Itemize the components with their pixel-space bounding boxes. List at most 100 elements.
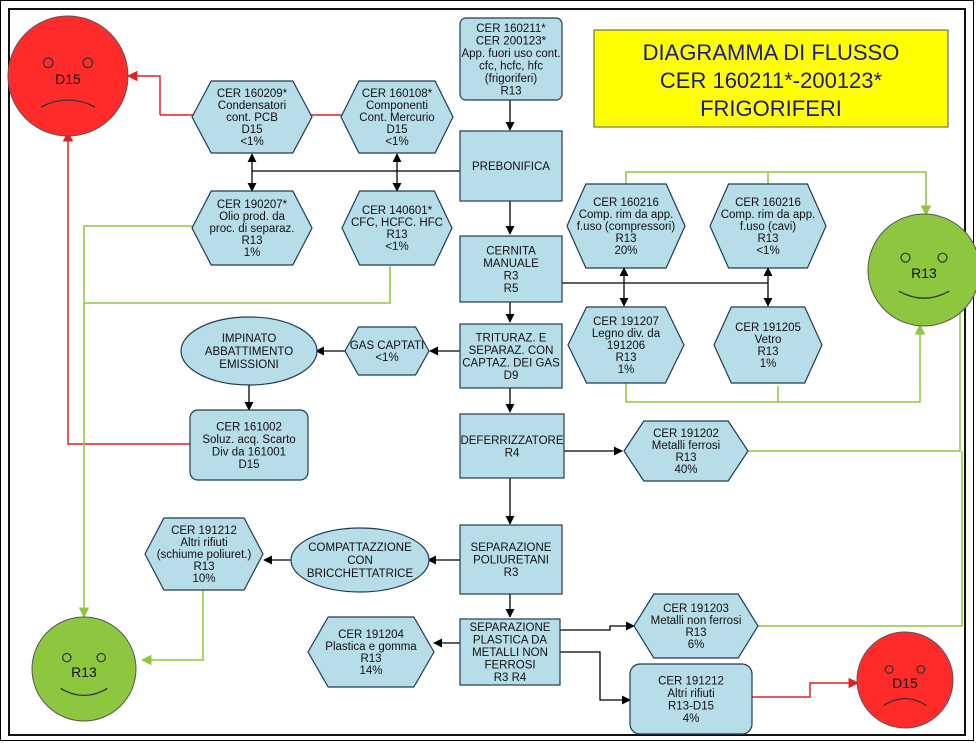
box-plastica-line-2: PLASTICA DA <box>473 635 547 647</box>
box-plastica-line-1: SEPARAZIONE <box>470 622 551 634</box>
hexagon-compressori-line-4: R13 <box>615 233 636 245</box>
hexagon-pcb-line-4: D15 <box>241 124 262 136</box>
box-prebonifica: PREBONIFICA <box>459 130 563 202</box>
hexagon-schiume-line-1: CER 191212 <box>171 525 237 537</box>
title-line-3: FRIGORIFERI <box>700 96 842 121</box>
box-trituraz-line-2: SEPARAZ. CON <box>469 345 554 357</box>
green-line-non-ferrosi <box>758 451 963 627</box>
hexagon-cavi-line-5: <1% <box>756 245 779 257</box>
hexagon-legno-line-1: CER 191207 <box>593 316 659 328</box>
hexagon-non-ferrosi-line-1: CER 191203 <box>663 603 729 615</box>
hexagon-vetro-line-4: 1% <box>760 358 777 370</box>
red-line-hex-to-d15 <box>126 70 161 115</box>
arrow-plastica-to-non-ferrosi <box>560 621 635 631</box>
box-poliuretani-line-1: SEPARAZIONE <box>471 542 552 554</box>
box-altri-rifiuti-bottom-line-1: CER 191212 <box>658 675 724 687</box>
box-altri-rifiuti-bottom-line-4: 4% <box>683 713 700 725</box>
box-altri-rifiuti-bottom-line-2: Altri rifiuti <box>667 688 714 700</box>
diagram-border <box>8 8 966 736</box>
hexagon-cfc-line-2: CFC, HCFC. HFC <box>351 217 443 229</box>
hexagon-mercurio-line-2: Componenti <box>366 100 428 112</box>
hexagon-plastica-gomma-line-1: CER 191204 <box>338 629 404 641</box>
box-soluz-line-4: D15 <box>238 459 259 471</box>
hexagon-non-ferrosi-line-3: R13 <box>685 627 706 639</box>
hexagon-ferrosi-line-2: Metalli ferrosi <box>652 440 720 452</box>
smiley-label: D15 <box>55 71 81 87</box>
title-line-1: DIAGRAMMA DI FLUSSO <box>643 40 900 65</box>
ellipse-impianto-line-2: ABBATTIMENTO <box>205 346 293 358</box>
hexagon-plastica-gomma-line-3: R13 <box>360 653 381 665</box>
box-cernita-line-2: MANUALE <box>483 258 539 270</box>
ellipse-impianto-line-1: IMPINATO <box>222 333 277 345</box>
hexagon-cavi-line-4: R13 <box>757 233 778 245</box>
ellipse-compattazione-line-1: COMPATTAZZIONE <box>308 542 412 554</box>
box-poliuretani-line-3: R3 <box>504 567 519 579</box>
hexagon-vetro-line-3: R13 <box>757 346 778 358</box>
hexagon-mercurio-line-5: <1% <box>385 136 408 148</box>
ellipse-impianto-line-3: EMISSIONI <box>219 359 278 371</box>
box-soluz-line-3: Div da 161001 <box>212 446 286 458</box>
box-plastica-line-5: R3 R4 <box>494 672 527 684</box>
box-input-line-2: CER 200123* <box>476 35 547 47</box>
hexagon-vetro-line-1: CER 191205 <box>735 322 801 334</box>
box-cernita-line-3: R3 <box>504 270 519 282</box>
hexagon-non-ferrosi-line-2: Metalli non ferrosi <box>651 615 742 627</box>
box-prebonifica-line-1: PREBONIFICA <box>472 161 550 173</box>
hexagon-olio-line-3: proc. di separaz. <box>209 223 294 235</box>
box-poliuretani-line-2: POLIURETANI <box>473 555 549 567</box>
hexagon-legno-line-5: 1% <box>618 364 635 376</box>
hexagon-olio-line-5: 1% <box>244 247 261 259</box>
box-cernita-line-1: CERNITA <box>486 245 536 257</box>
smiley-label: D15 <box>892 675 918 691</box>
hexagon-legno-line-4: R13 <box>615 352 636 364</box>
hexagon-non-ferrosi-line-4: 6% <box>688 639 705 651</box>
hexagon-ferrosi-line-3: R13 <box>675 452 696 464</box>
happy-face-happy-bottom-left-icon: R13 <box>31 616 137 722</box>
hexagon-olio-line-4: R13 <box>241 235 262 247</box>
hexagon-schiume-line-3: (schiume poliuret.) <box>157 549 252 561</box>
ellipse-compattazione-line-3: BRICCHETTATRICE <box>307 568 414 580</box>
hexagon-schiume-line-5: 10% <box>192 573 215 585</box>
hexagon-gas-captati: GAS CAPTATI<1% <box>344 326 430 376</box>
hexagon-pcb-line-5: <1% <box>240 136 263 148</box>
box-trituraz-line-1: TRITURAZ. E <box>476 332 547 344</box>
box-input-line-5: (frigoriferi) <box>485 73 538 85</box>
box-input: CER 160211*CER 200123*App. fuori uso con… <box>459 17 563 101</box>
hexagon-cfc-line-3: R13 <box>386 229 407 241</box>
box-input-line-6: R13 <box>500 85 521 97</box>
hexagon-pcb-line-2: Condensatori <box>218 100 286 112</box>
box-input-line-3: App. fuori uso cont. <box>461 48 560 60</box>
box-plastica-line-4: FERROSI <box>484 660 535 672</box>
hexagon-compressori-line-2: Comp. rim da app. <box>579 209 674 221</box>
hexagon-cfc-line-4: <1% <box>385 241 408 253</box>
hexagon-ferrosi-line-1: CER 191202 <box>653 428 719 440</box>
hexagon-mercurio-line-4: D15 <box>386 124 407 136</box>
hexagon-olio-line-2: Olio prod. da <box>219 211 285 223</box>
hexagon-schiume-line-2: Altri rifiuti <box>180 537 227 549</box>
hexagon-cavi-line-3: f.uso (cavi) <box>740 221 796 233</box>
hexagon-plastica-gomma-line-2: Plastica e gomma <box>325 641 417 653</box>
green-line-schiume-down <box>140 590 204 666</box>
red-line-altri-to-d15 <box>752 677 860 698</box>
box-deferrizzatore-line-1: DEFERRIZZATORE <box>460 435 563 447</box>
hexagon-plastica-gomma-line-4: 14% <box>359 665 382 677</box>
smiley-label: R13 <box>911 265 937 281</box>
